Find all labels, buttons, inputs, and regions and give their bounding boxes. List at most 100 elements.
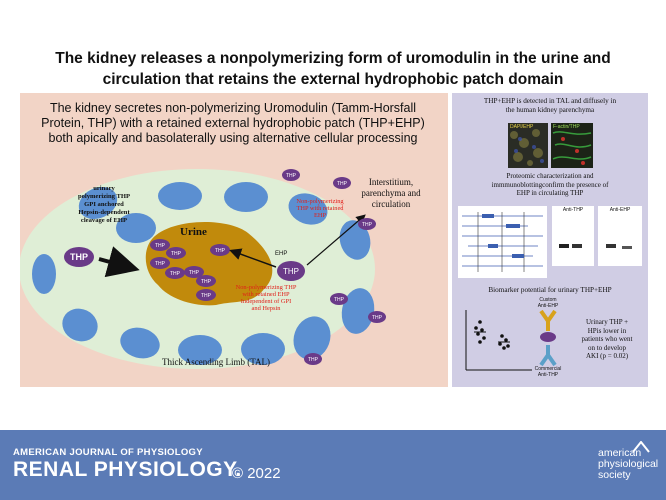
micro-right-label: F-actin/THP [553,124,580,130]
publisher-logo-line3: society [598,469,631,481]
section2-line3: EHP in circulating THP [516,189,584,197]
thp-molecule-label: THP [286,173,297,179]
thp-molecule-label: THP [362,222,373,228]
section2-line2: immmunoblottingconfirm the presence of [491,180,609,189]
thp-molecule-label: THP [170,271,181,277]
aps-logo-mark-icon [632,441,650,453]
interstitial-thp-molecules: THP THP THP THP THP THP [282,169,386,365]
proteomics-graphic [462,212,543,272]
polymerizing-note-line5: cleavage of EHP [81,217,127,224]
journal-footer [0,430,666,500]
blot-band-1 [559,244,569,248]
publisher-logo-line2: physiological [598,458,659,470]
thp-molecule-label: THP [337,181,348,187]
section3-text: Biomarker potential for urinary THP+EHP [488,286,612,294]
thp-molecule-label: THP [308,357,319,363]
nonpoly-basolateral-line3: EHP [314,212,327,219]
copyright-text: © 2022 [232,465,281,482]
blot-band-4 [622,246,632,249]
proteomics-image [458,206,547,278]
urine-lumen [145,222,273,306]
blot-anti-thp-label: Anti-THP [562,207,584,213]
custom-antibody-label: Custom Anti-EHP [530,297,566,309]
main-heading-line1: The kidney secretes non-polymerizing Uro… [49,101,417,115]
section2-line1: Proteomic characterization and [506,172,594,180]
micro-image-right: F-actin/THP [551,123,593,168]
apical-secretion-arrow [98,246,140,278]
ehp-label: EHP [275,251,287,257]
biomarker-note: Urinary THP + HPis lower in patients who… [568,318,646,361]
biomarker-plot [465,310,532,371]
biomarker-note-line1: Urinary THP + [585,318,629,326]
custom-antibody-line2: Anti-EHP [537,303,559,309]
main-heading-line2: Protein, THP) with a retained external h… [41,116,425,130]
blot-anti-ehp: Anti-EHP [598,206,642,266]
micro-image-left: DAPI/EHP [508,123,548,168]
section1-text: THP+EHP is detected in TAL and diffusely… [456,97,644,115]
journal-name-line1: AMERICAN JOURNAL OF PHYSIOLOGY [13,447,203,458]
tal-label: Thick Ascending Limb (TAL) [162,357,270,367]
section1-line2: the human kidney parenchyma [505,106,595,114]
section2-text: Proteomic characterization and immmunobl… [456,172,644,198]
epithelial-cells [32,182,375,365]
interstitium-line1: Interstitium, [369,177,413,187]
nonpoly-basolateral-note: Non-polymerizing THP with retained EHP [296,198,344,219]
biomarker-note-line5: AKI (p = 0.02) [585,352,629,360]
thp-molecule-label: THP [334,297,345,303]
blot-band-3 [606,244,616,248]
blot-anti-ehp-label: Anti-EHP [609,207,631,213]
biomarker-note-line4: on to develop [587,343,627,352]
micro-left-label: DAPI/EHP [510,124,534,130]
figure-title: The kidney releases a nonpolymerizing fo… [20,48,646,90]
blot-band-2 [572,244,582,248]
interstitium-line3: circulation [372,199,411,209]
nonpoly-apical-line4: and Hepsin [252,305,282,312]
antibody-sandwich-icon [539,309,557,367]
polymerizing-note-line2: polymerizing THP [78,193,130,200]
commercial-antibody-line1: Commercial [534,366,562,372]
polymerizing-note-line1: urinary [93,185,115,192]
nonpoly-basolateral-line2: THP with retained [297,205,345,212]
polymerizing-note: urinary polymerizing THP GPI anchored He… [78,185,130,224]
thp-molecule-label: THP [201,293,212,299]
blot-anti-thp: Anti-THP [552,206,594,266]
thp-molecule-label: THP [155,261,166,267]
thp-molecule-label: THP [201,279,212,285]
thp-molecule-label: THP [372,315,383,321]
polymerizing-note-line3: GPI anchored [84,201,124,208]
thp-molecule-label: THP [215,248,226,254]
publisher-logo-line1: american [598,447,642,459]
thp-polymerizing-label: THP [70,252,88,262]
micro-right-texture [552,131,592,165]
micro-left-texture [510,129,544,166]
thp-molecule-label: THP [171,251,182,257]
custom-antibody-line1: Custom [539,297,557,303]
interstitium-line2: parenchyma and [361,188,421,198]
publisher-logo: american physiological society [598,447,659,481]
interstitium-label: Interstitium, parenchyma and circulation [361,177,421,209]
urine-label: Urine [180,226,207,238]
nonpoly-apical-line3: Independent of GPI [241,298,291,305]
biomarker-note-line3: patients who went [581,335,633,343]
polymerizing-note-line4: Hepsin-dependent [78,209,130,216]
plot-points-group2 [498,334,510,350]
figure-title-line1: The kidney releases a nonpolymerizing fo… [55,50,611,67]
journal-name-line2: RENAL PHYSIOLOGY. [13,458,242,481]
thp-ehp-molecule-label: THP [283,267,299,276]
thp-ehp-molecule [277,261,305,281]
plot-points-group1 [474,320,486,344]
thp-molecule-label: THP [189,270,200,276]
section1-line1: THP+EHP is detected in TAL and diffusely… [483,97,617,105]
nonpoly-apical-line2: with retained EHP [242,291,290,298]
basolateral-arrow [306,214,366,266]
thp-polymerizing-molecule [64,247,94,267]
main-heading-line3: both apically and basolaterally using al… [48,131,418,145]
biomarker-note-line2: HPis lower in [587,326,627,335]
commercial-antibody-label: Commercial Anti-THP [527,366,569,378]
figure-title-line2: circulation that retains the external hy… [102,71,564,88]
apical-nonpoly-arrow [229,248,277,268]
thp-molecule-label: THP [155,243,166,249]
commercial-antibody-line2: Anti-THP [537,372,559,378]
